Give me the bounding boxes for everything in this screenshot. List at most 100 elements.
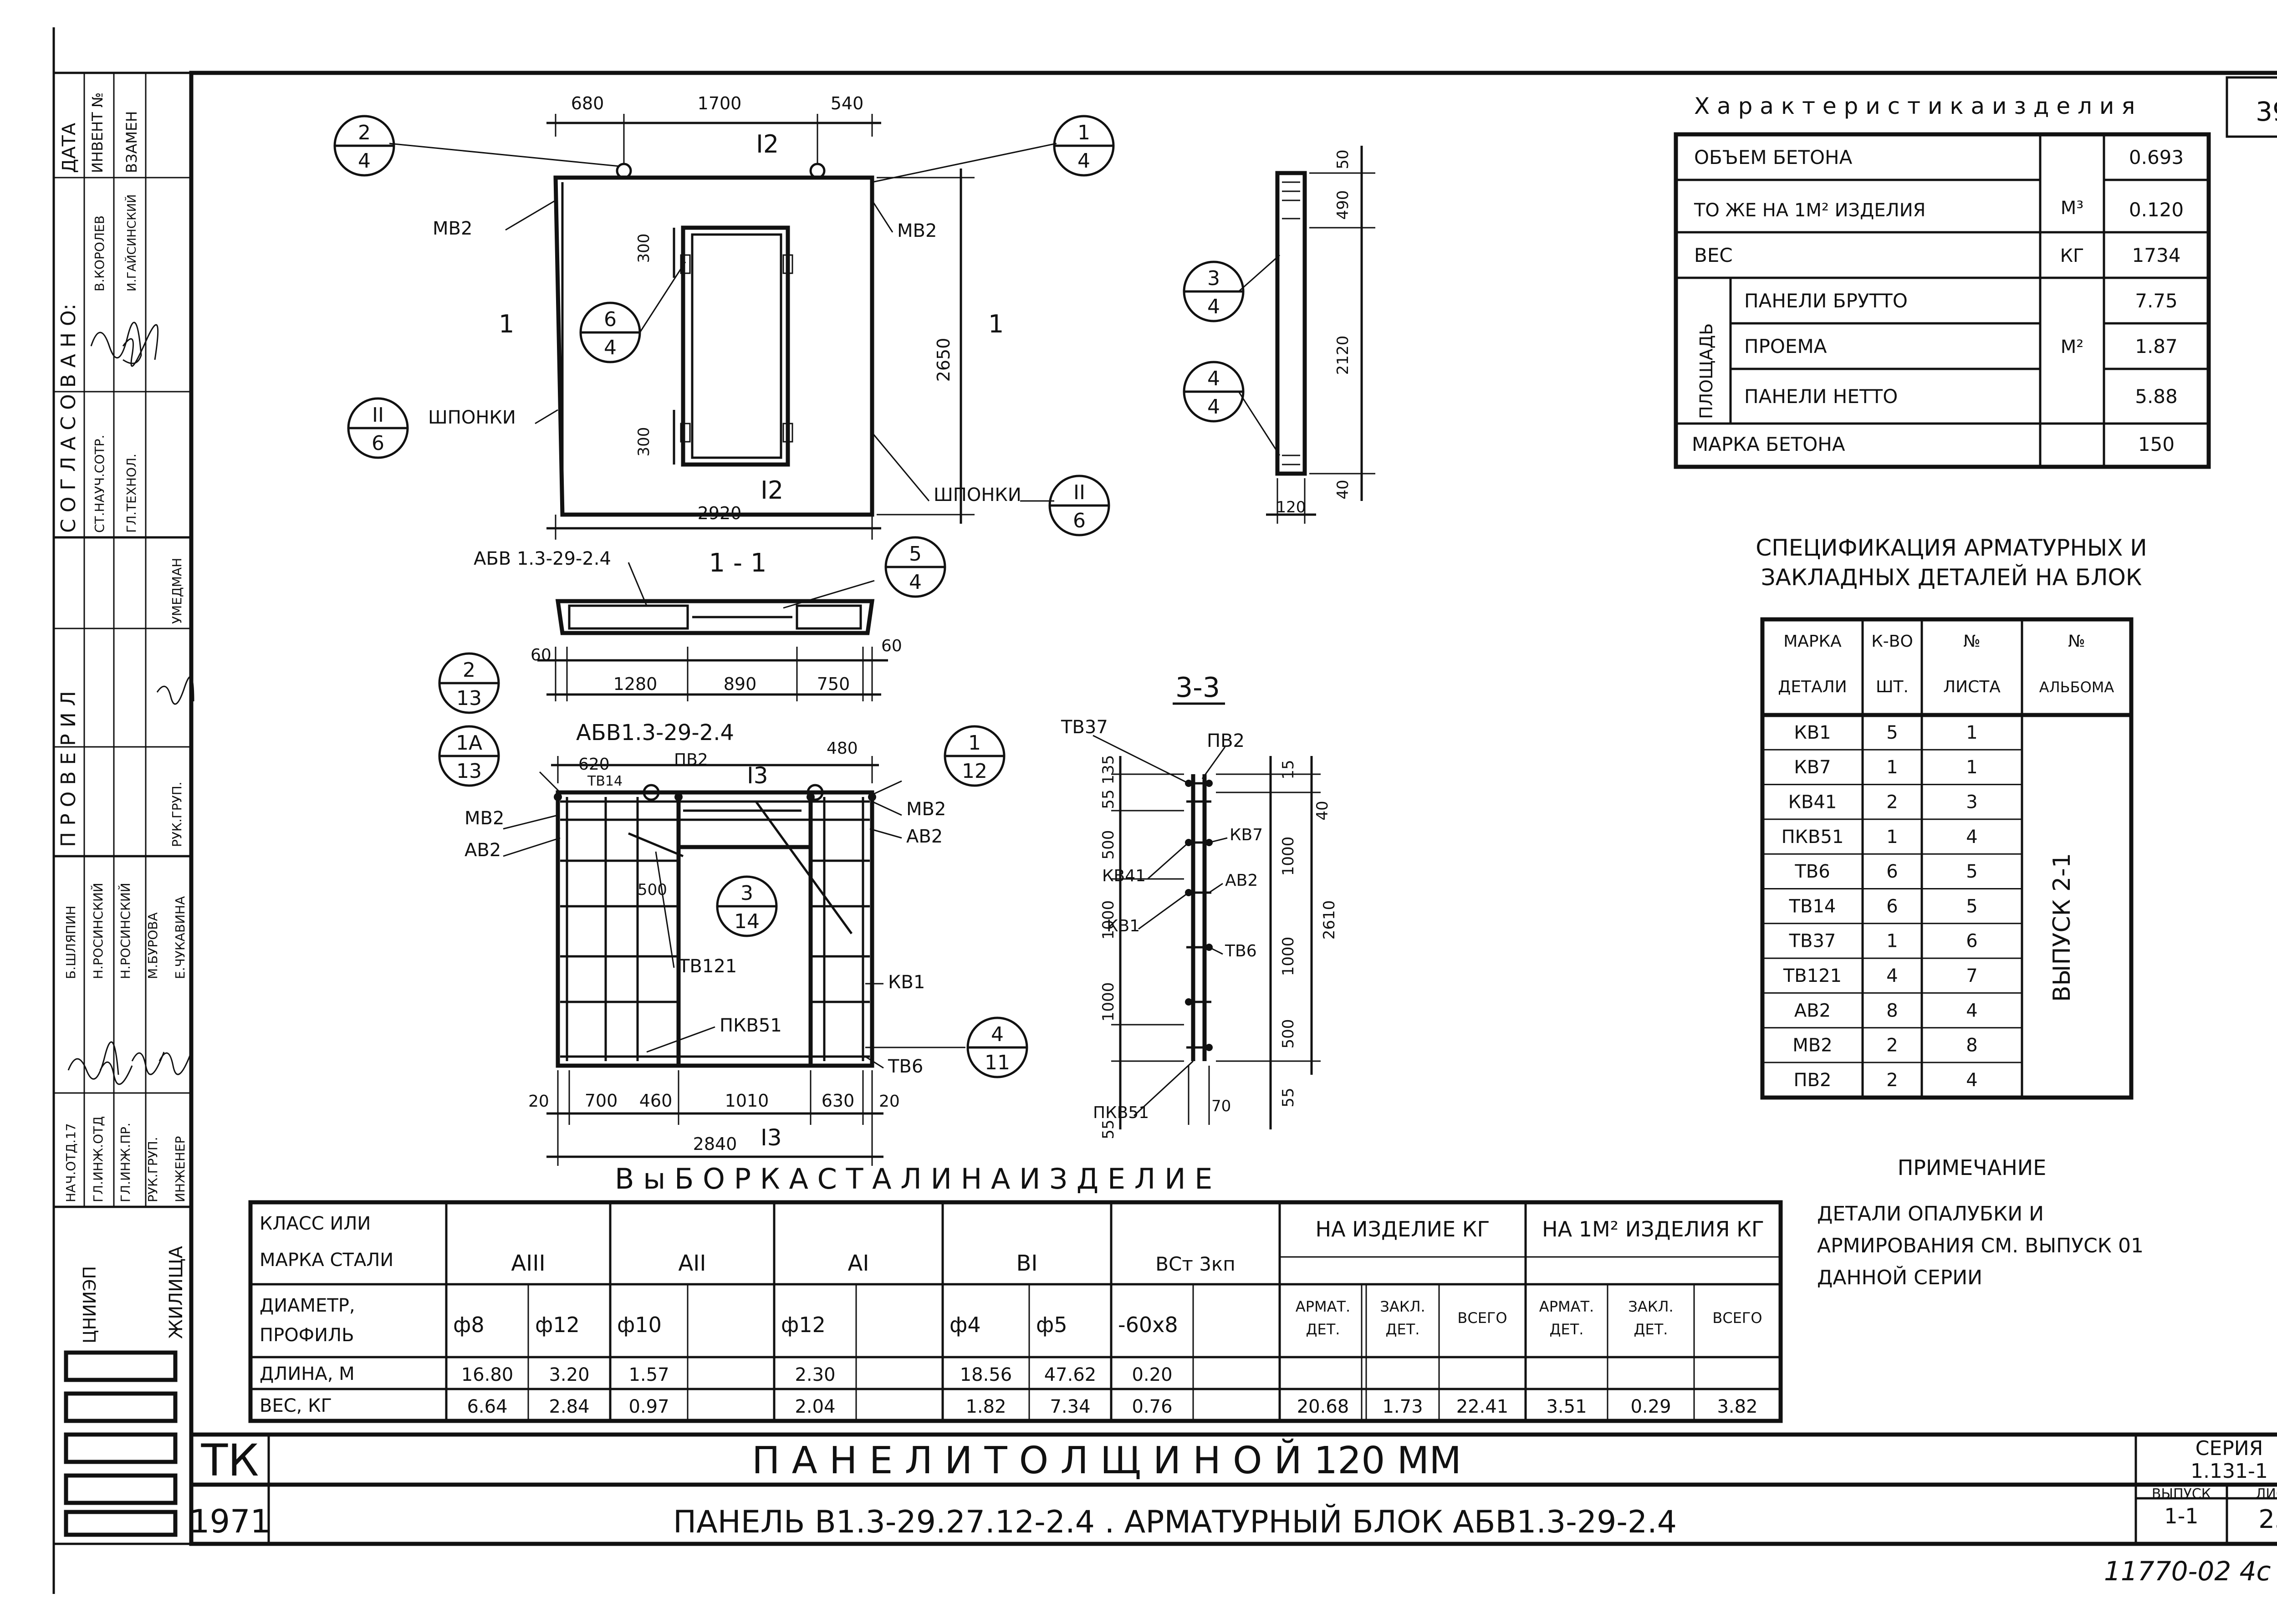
spec-header-album-1: № [2068,632,2085,651]
spec-cell: 2 [1886,792,1898,812]
s33-dim-55-bottom: 55 [1099,1119,1118,1139]
side-dim-490: 490 [1334,190,1352,220]
steel-profile-cell: ф12 [535,1312,580,1337]
callout-numerator: II [372,403,384,427]
steel-weight-cell: 2.84 [549,1396,589,1417]
steel-length-cell: 0.20 [1132,1364,1172,1385]
steel-group-vst: ВСт 3кп [1155,1253,1236,1275]
spec-cell: 5 [1966,861,1977,882]
spec-cell: 6 [1966,931,1977,952]
callout-bubble: II6 [347,397,409,459]
s33-label-pv2: ПВ2 [1207,730,1245,751]
spec-cell: ТВ14 [1789,896,1836,917]
spec-cell: 6 [1886,861,1898,882]
cage-dim-460: 460 [639,1091,673,1111]
char-unit-area: М² [2061,337,2084,357]
cage-label-mv2-left: МВ2 [465,808,504,829]
steel-subheader-cell: ДЕТ. [1306,1321,1340,1338]
callout-denominator: 6 [1073,509,1086,532]
s33-dim-55-right: 55 [1279,1088,1297,1107]
cage-label-pkv51: ПКВ51 [720,1015,782,1036]
series-value: 1.131-1 [2190,1460,2268,1483]
steel-subheader-cell: АРМАТ. [1539,1298,1594,1315]
steel-class-label-2: МАРКА СТАЛИ [260,1250,393,1271]
spec-cell: 1 [1966,722,1977,743]
note-line-2: АРМИРОВАНИЯ СМ. ВЫПУСК 01 [1817,1234,2144,1257]
elev-dim-540: 540 [831,93,864,113]
stamp-staff-name-5: Е.ЧУКАВИНА [173,896,188,979]
char-value-6: 5.88 [2135,385,2178,408]
stamp-staff-role-4: РУК.ГРУП. [145,1137,160,1202]
callout-bubble: 112 [944,725,1006,787]
stamp-staff-name-4: М.БУРОВА [145,912,160,979]
spec-cell: 5 [1966,896,1977,917]
char-area-group: ПЛОЩАДЬ [1696,323,1716,419]
spec-cell: 3 [1966,792,1977,812]
spec-cell: ТВ37 [1789,931,1836,952]
s33-label-tv6: ТВ6 [1225,942,1257,960]
steel-subheader-cell: ВСЕГО [1712,1309,1762,1327]
steel-total-cell: 1.73 [1382,1396,1423,1417]
steel-diam-label-2: ПРОФИЛЬ [260,1325,354,1346]
cage-section-3-bottom: I3 [761,1124,782,1151]
s33-label-kv41: КВ41 [1102,867,1146,885]
callout-bubble: 213 [438,652,500,714]
stamp-staff-name-3: Н.РОСИНСКИЙ [117,883,133,979]
callout-numerator: 6 [604,308,617,331]
steel-weight-cell: 6.64 [467,1396,507,1417]
cage-label-kv1: КВ1 [888,972,925,993]
elev-dim-1700: 1700 [698,93,742,113]
spec-cell: 1 [1966,757,1977,778]
steel-table [248,1200,1783,1423]
elev-dim-300-top: 300 [635,234,653,263]
sheet-frame [52,27,2277,1594]
cage-dim-2840: 2840 [693,1134,737,1154]
callout-denominator: 4 [909,571,922,594]
spec-album-value: ВЫПУСК 2-1 [2048,853,2076,1002]
char-row-7-label: МАРКА БЕТОНА [1692,433,1845,455]
spec-cell: 4 [1966,827,1977,848]
steel-length-cell: 16.80 [461,1364,514,1385]
stamp-staff-name-1: Б.ШЛЯПИН [63,905,78,979]
steel-total-cell: 22.41 [1456,1396,1509,1417]
callout-denominator: 13 [456,760,482,783]
section-3-3-title: 3-3 [1175,672,1220,704]
steel-per-item-label: НА ИЗДЕЛИЕ КГ [1316,1217,1490,1241]
callout-denominator: 4 [1207,295,1220,318]
steel-diam-label-1: ДИАМЕТР, [260,1295,355,1316]
steel-total-cell: 3.82 [1717,1396,1757,1417]
s11-dim-60-left: 60 [531,646,551,664]
steel-profile-cell: ф12 [781,1312,826,1337]
s33-dim-40: 40 [1313,801,1332,820]
sheet-subtitle: ПАНЕЛЬ В1.3-29.27.12-2.4 . АРМАТУРНЫЙ БЛ… [673,1504,1677,1540]
spec-cell: КВ41 [1788,792,1837,812]
steel-weight-label: ВЕС, КГ [260,1395,332,1416]
char-row-1-label: ОБЪЕМ БЕТОНА [1694,146,1853,169]
side-dim-50: 50 [1334,149,1352,169]
stamp-staff-role-2: ГЛ.ИНЖ.ОТД [91,1116,106,1202]
spec-cell: 8 [1886,1000,1898,1021]
s11-dim-60-right: 60 [881,637,902,655]
spec-cell: 6 [1886,896,1898,917]
cage-section-3-top: I3 [747,762,768,789]
s11-dim-1280: 1280 [613,674,658,694]
steel-weight-cell: 7.34 [1050,1396,1090,1417]
elev-leaders [389,143,1057,502]
stamp-staff-role-3: ГЛ.ИНЖ.ПР. [118,1123,133,1202]
spec-cell: 5 [1886,722,1898,743]
issue-value: 1-1 [2164,1504,2198,1528]
spec-cell: КВ7 [1794,757,1831,778]
cage-label-tv14: ТВ14 [587,773,623,789]
elev-label-shponki-left: ШПОНКИ [428,407,516,428]
steel-subheader-cell: ВСЕГО [1457,1309,1507,1327]
steel-profile-cell: ф10 [617,1312,662,1337]
elev-section-2-bottom: I2 [761,476,783,505]
steel-weight-cell: 1.82 [965,1396,1006,1417]
char-unit-weight: КГ [2060,245,2084,266]
s33-label-tv37: ТВ37 [1061,717,1108,738]
characteristics-table [1674,132,2211,469]
title-tk: ТК [201,1435,259,1486]
steel-profile-cell: ф5 [1036,1312,1067,1337]
